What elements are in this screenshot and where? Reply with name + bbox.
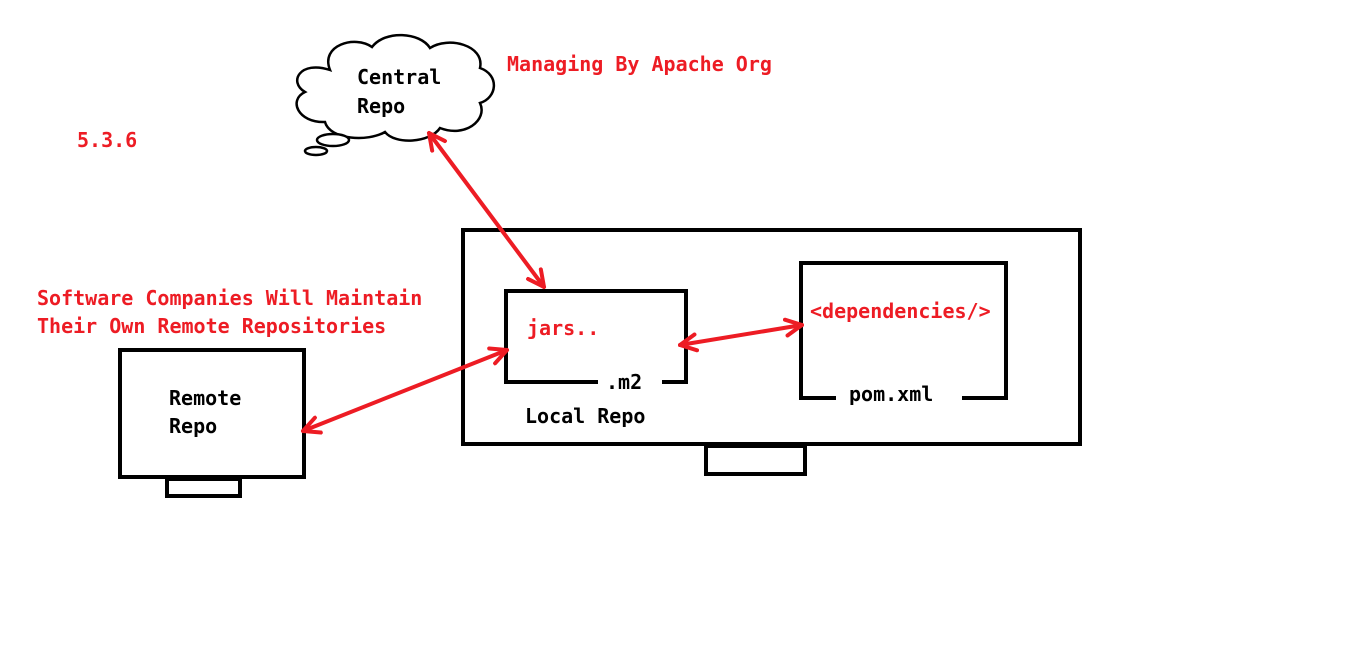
remote-repo-note-line2: Their Own Remote Repositories — [37, 314, 386, 338]
central-repo-note: Managing By Apache Org — [507, 52, 772, 76]
remote-repo-note-line1: Software Companies Will Maintain — [37, 286, 422, 310]
jars-label: jars.. — [527, 316, 599, 340]
m2-folder-label: .m2 — [606, 370, 642, 394]
central-repo-cloud — [295, 33, 496, 157]
remote-repo-label-line1: Remote — [169, 386, 241, 410]
local-repo-label: Local Repo — [525, 404, 645, 428]
version-label: 5.3.6 — [77, 128, 137, 152]
pom-file-box — [799, 261, 1008, 400]
local-pom-arrow — [678, 317, 804, 353]
local-machine-stand — [704, 444, 807, 476]
dependencies-label: <dependencies/> — [810, 299, 991, 323]
central-local-arrow — [427, 131, 546, 289]
pom-file-label: pom.xml — [849, 382, 933, 406]
remote-local-arrow — [301, 346, 509, 435]
central-repo-label-line2: Repo — [357, 94, 405, 118]
m2-folder-box — [504, 289, 688, 384]
remote-machine-stand — [165, 477, 242, 498]
central-repo-label-line1: Central — [357, 65, 441, 89]
remote-machine-monitor — [118, 348, 306, 479]
remote-repo-label-line2: Repo — [169, 414, 217, 438]
